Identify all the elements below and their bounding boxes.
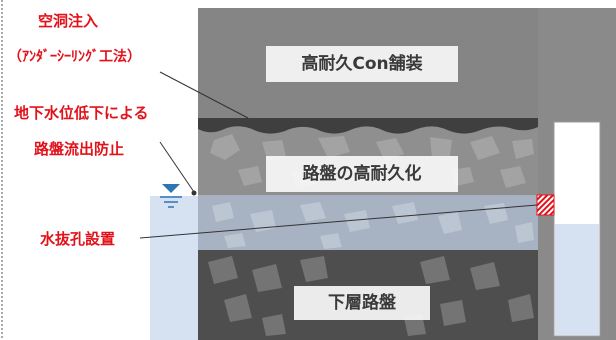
void-injection-title: 空洞注入 — [38, 12, 99, 30]
subbase-aggregate — [208, 256, 534, 336]
sealing-layer — [198, 118, 538, 134]
pavement-label: 高耐久Con舗装 — [266, 46, 458, 82]
water-level-icon — [160, 184, 182, 208]
groundwater-left — [150, 196, 198, 340]
subbase-label: 下層路盤 — [294, 286, 430, 320]
water-table-note-line2: 路盤流出防止 — [34, 140, 125, 158]
leader-drain-hole — [139, 204, 538, 239]
leader-endpoint-dot — [191, 190, 197, 196]
drain-pipe-water — [555, 224, 599, 335]
leader-water-table — [159, 141, 195, 193]
void-injection-method: （ｱﾝﾀﾞｰｼｰﾘﾝｸﾞ工法） — [8, 49, 141, 65]
leader-void-injection — [159, 71, 249, 119]
drain-hole-note: 水抜孔設置 — [40, 230, 116, 248]
water-table-note-line1: 地下水位低下による — [14, 104, 149, 122]
drain-hole-hatch-icon — [536, 194, 555, 216]
saturated-aggregate — [212, 202, 534, 249]
base-course-label: 路盤の高耐久化 — [266, 156, 458, 192]
